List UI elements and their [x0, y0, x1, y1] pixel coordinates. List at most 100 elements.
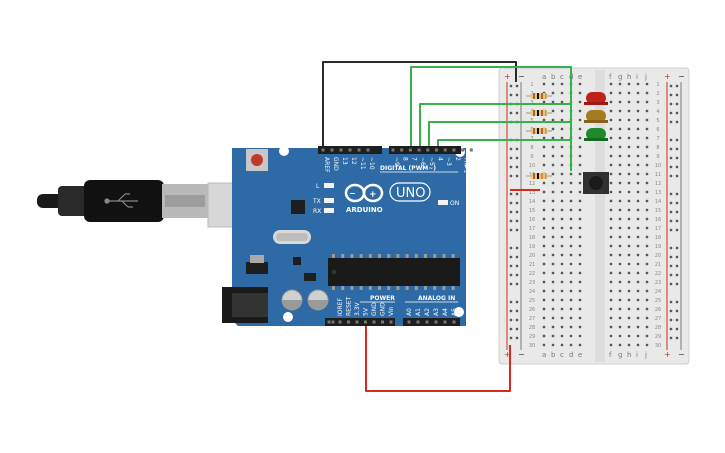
breadboard-hole[interactable] — [645, 298, 649, 302]
breadboard-hole[interactable] — [578, 289, 582, 293]
rail-hole[interactable] — [509, 147, 513, 151]
rail-hole[interactable] — [669, 327, 673, 331]
breadboard-hole[interactable] — [627, 163, 631, 167]
breadboard-hole[interactable] — [569, 298, 573, 302]
breadboard-hole[interactable] — [542, 199, 546, 203]
rail-hole[interactable] — [675, 165, 679, 169]
rail-hole[interactable] — [675, 201, 679, 205]
breadboard-hole[interactable] — [645, 235, 649, 239]
breadboard-hole[interactable] — [542, 82, 546, 86]
rail-hole[interactable] — [669, 201, 673, 205]
rail-hole[interactable] — [509, 255, 513, 259]
rail-hole[interactable] — [675, 336, 679, 340]
breadboard-hole[interactable] — [609, 343, 613, 347]
breadboard-hole[interactable] — [578, 118, 582, 122]
breadboard-hole[interactable] — [618, 136, 622, 140]
breadboard-hole[interactable] — [551, 253, 555, 257]
breadboard-hole[interactable] — [542, 271, 546, 275]
breadboard-hole[interactable] — [560, 127, 564, 131]
breadboard-hole[interactable] — [636, 271, 640, 275]
breadboard-hole[interactable] — [560, 118, 564, 122]
rail-hole[interactable] — [675, 246, 679, 250]
breadboard-hole[interactable] — [560, 199, 564, 203]
header-pin[interactable] — [443, 320, 447, 324]
breadboard-hole[interactable] — [627, 127, 631, 131]
breadboard-hole[interactable] — [609, 154, 613, 158]
rail-hole[interactable] — [669, 300, 673, 304]
breadboard-hole[interactable] — [578, 253, 582, 257]
breadboard-hole[interactable] — [636, 253, 640, 257]
breadboard-hole[interactable] — [618, 190, 622, 194]
breadboard-hole[interactable] — [569, 289, 573, 293]
breadboard-hole[interactable] — [609, 244, 613, 248]
rail-hole[interactable] — [669, 255, 673, 259]
rail-hole[interactable] — [509, 228, 513, 232]
rail-hole[interactable] — [669, 246, 673, 250]
breadboard-hole[interactable] — [551, 262, 555, 266]
breadboard-hole[interactable] — [636, 325, 640, 329]
breadboard-hole[interactable] — [609, 172, 613, 176]
breadboard-hole[interactable] — [645, 244, 649, 248]
breadboard-hole[interactable] — [609, 325, 613, 329]
rail-hole[interactable] — [515, 174, 519, 178]
breadboard-hole[interactable] — [627, 325, 631, 329]
breadboard-hole[interactable] — [560, 235, 564, 239]
breadboard-hole[interactable] — [645, 172, 649, 176]
breadboard-hole[interactable] — [627, 154, 631, 158]
breadboard-hole[interactable] — [618, 208, 622, 212]
breadboard-hole[interactable] — [627, 262, 631, 266]
breadboard-hole[interactable] — [627, 298, 631, 302]
breadboard-hole[interactable] — [645, 289, 649, 293]
rail-hole[interactable] — [675, 192, 679, 196]
breadboard-hole[interactable] — [542, 235, 546, 239]
breadboard-hole[interactable] — [645, 271, 649, 275]
rail-hole[interactable] — [509, 282, 513, 286]
breadboard-hole[interactable] — [551, 298, 555, 302]
breadboard-hole[interactable] — [618, 127, 622, 131]
breadboard-hole[interactable] — [636, 82, 640, 86]
rail-hole[interactable] — [515, 246, 519, 250]
rail-hole[interactable] — [509, 318, 513, 322]
breadboard-hole[interactable] — [578, 307, 582, 311]
header-pin[interactable] — [347, 320, 350, 324]
breadboard-hole[interactable] — [560, 91, 564, 95]
rail-hole[interactable] — [509, 93, 513, 97]
breadboard-hole[interactable] — [542, 145, 546, 149]
breadboard-hole[interactable] — [618, 316, 622, 320]
breadboard-hole[interactable] — [618, 100, 622, 104]
breadboard-hole[interactable] — [578, 109, 582, 113]
rail-hole[interactable] — [669, 111, 673, 115]
header-pin[interactable] — [400, 148, 404, 152]
breadboard-hole[interactable] — [569, 226, 573, 230]
breadboard-hole[interactable] — [645, 325, 649, 329]
breadboard-hole[interactable] — [627, 145, 631, 149]
rail-hole[interactable] — [669, 84, 673, 88]
breadboard-hole[interactable] — [578, 190, 582, 194]
breadboard-hole[interactable] — [609, 208, 613, 212]
breadboard-hole[interactable] — [645, 316, 649, 320]
breadboard-hole[interactable] — [569, 271, 573, 275]
breadboard-hole[interactable] — [569, 307, 573, 311]
breadboard-hole[interactable] — [578, 271, 582, 275]
breadboard-hole[interactable] — [636, 343, 640, 347]
breadboard-hole[interactable] — [618, 253, 622, 257]
breadboard-hole[interactable] — [542, 190, 546, 194]
header-pin[interactable] — [435, 148, 438, 152]
breadboard-hole[interactable] — [578, 298, 582, 302]
breadboard-hole[interactable] — [551, 91, 555, 95]
header-pin[interactable] — [426, 148, 430, 152]
breadboard-hole[interactable] — [542, 334, 546, 338]
breadboard-hole[interactable] — [542, 262, 546, 266]
breadboard-hole[interactable] — [542, 163, 546, 167]
breadboard-hole[interactable] — [636, 190, 640, 194]
rail-hole[interactable] — [669, 165, 673, 169]
breadboard-hole[interactable] — [569, 316, 573, 320]
breadboard-hole[interactable] — [609, 145, 613, 149]
breadboard-hole[interactable] — [551, 163, 555, 167]
rail-hole[interactable] — [669, 273, 673, 277]
breadboard-hole[interactable] — [636, 316, 640, 320]
breadboard-hole[interactable] — [560, 271, 564, 275]
breadboard-hole[interactable] — [551, 127, 555, 131]
breadboard-hole[interactable] — [609, 127, 613, 131]
breadboard-hole[interactable] — [618, 181, 622, 185]
